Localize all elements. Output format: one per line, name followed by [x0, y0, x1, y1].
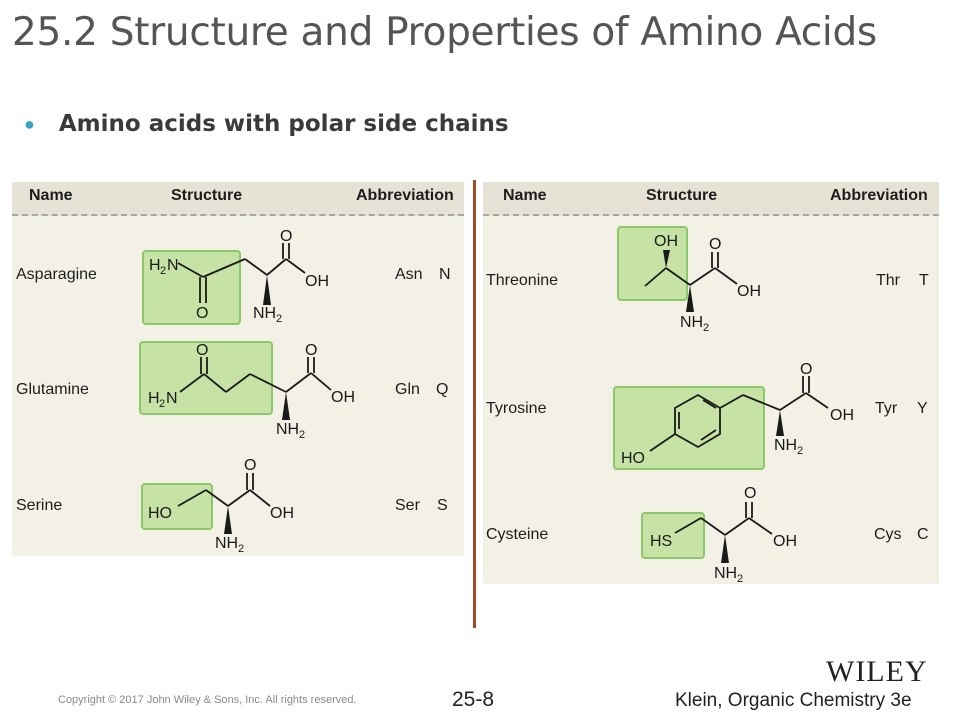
bullet-text: Amino acids with polar side chains [58, 111, 509, 137]
header-structure: Structure [171, 187, 243, 204]
side-chain-highlight [141, 483, 213, 530]
abbreviation-one-letter: Q [436, 381, 449, 398]
bullet-item: ● Amino acids with polar side chains [24, 111, 509, 137]
atom-label: O [744, 485, 756, 502]
atom-label: OH [654, 233, 678, 250]
atom-label: O [280, 228, 292, 245]
abbreviation-one-letter: S [437, 497, 448, 514]
atom-label: NH [253, 305, 276, 322]
slide-title: 25.2 Structure and Properties of Amino A… [12, 10, 877, 55]
amino-acid-name: Glutamine [16, 381, 89, 398]
atom-label: H [149, 257, 161, 274]
header-name: Name [503, 187, 547, 204]
table-header-right: Name Structure Abbreviation [483, 182, 939, 216]
atom-label: 2 [737, 573, 743, 585]
atom-label: OH [737, 283, 761, 300]
amino-acid-name: Asparagine [16, 266, 97, 283]
atom-label: NH [680, 314, 703, 331]
atom-label: N [167, 257, 179, 274]
abbreviation-one-letter: N [439, 266, 451, 283]
abbreviation-three-letter: Gln [395, 381, 420, 398]
atom-label: OH [270, 505, 294, 522]
atom-label: O [196, 342, 208, 359]
bullet-dot-icon: ● [24, 113, 35, 134]
abbreviation-three-letter: Thr [876, 272, 900, 289]
atom-label: 2 [159, 398, 165, 410]
atom-label: NH [276, 421, 299, 438]
atom-label: O [305, 342, 317, 359]
atom-label: OH [331, 389, 355, 406]
atom-label: OH [305, 273, 329, 290]
atom-label: HO [148, 505, 172, 522]
abbreviation-one-letter: T [919, 272, 929, 289]
book-citation: Klein, Organic Chemistry 3e [675, 690, 912, 711]
wiley-logo: WILEY [826, 655, 928, 688]
atom-label: H [148, 390, 160, 407]
abbreviation-three-letter: Asn [395, 266, 423, 283]
amino-acid-name: Threonine [486, 272, 559, 289]
atom-label: NH [774, 437, 797, 454]
side-chain-highlight [641, 512, 705, 559]
header-name: Name [29, 187, 73, 204]
amino-acid-name: Tyrosine [486, 400, 547, 417]
side-chain-highlight [142, 250, 241, 325]
atom-label: 2 [797, 445, 803, 457]
atom-label: O [709, 236, 721, 253]
atom-label: OH [773, 533, 797, 550]
atom-label: 2 [703, 322, 709, 334]
amino-acid-name: Cysteine [486, 526, 549, 543]
atom-label: O [244, 457, 256, 474]
side-chain-highlight [139, 341, 273, 415]
amino-acid-name: Serine [16, 497, 63, 514]
copyright-notice: Copyright © 2017 John Wiley & Sons, Inc.… [58, 694, 357, 706]
abbreviation-three-letter: Tyr [875, 400, 898, 417]
atom-label: O [196, 305, 208, 322]
header-structure: Structure [646, 187, 718, 204]
header-abbreviation: Abbreviation [356, 187, 454, 204]
atom-label: NH [215, 535, 238, 552]
atom-label: OH [830, 407, 854, 424]
atom-label: HS [650, 533, 672, 550]
atom-label: 2 [276, 313, 282, 325]
atom-label: 2 [160, 265, 166, 277]
abbreviation-one-letter: Y [917, 400, 928, 417]
atom-label: HO [621, 450, 645, 467]
table-header-left: Name Structure Abbreviation [12, 182, 464, 216]
abbreviation-three-letter: Ser [395, 497, 420, 514]
column-divider [473, 180, 476, 628]
atom-label: O [800, 361, 812, 378]
amino-acid-table-right: Name Structure Abbreviation Threonine Th… [483, 182, 939, 584]
abbreviation-three-letter: Cys [874, 526, 902, 543]
header-abbreviation: Abbreviation [830, 187, 928, 204]
side-chain-highlight [617, 226, 688, 301]
atom-label: N [166, 390, 178, 407]
atom-label: 2 [238, 543, 244, 555]
atom-label: 2 [299, 429, 305, 441]
page-number: 25-8 [452, 688, 495, 711]
atom-label: NH [714, 565, 737, 582]
abbreviation-one-letter: C [917, 526, 929, 543]
